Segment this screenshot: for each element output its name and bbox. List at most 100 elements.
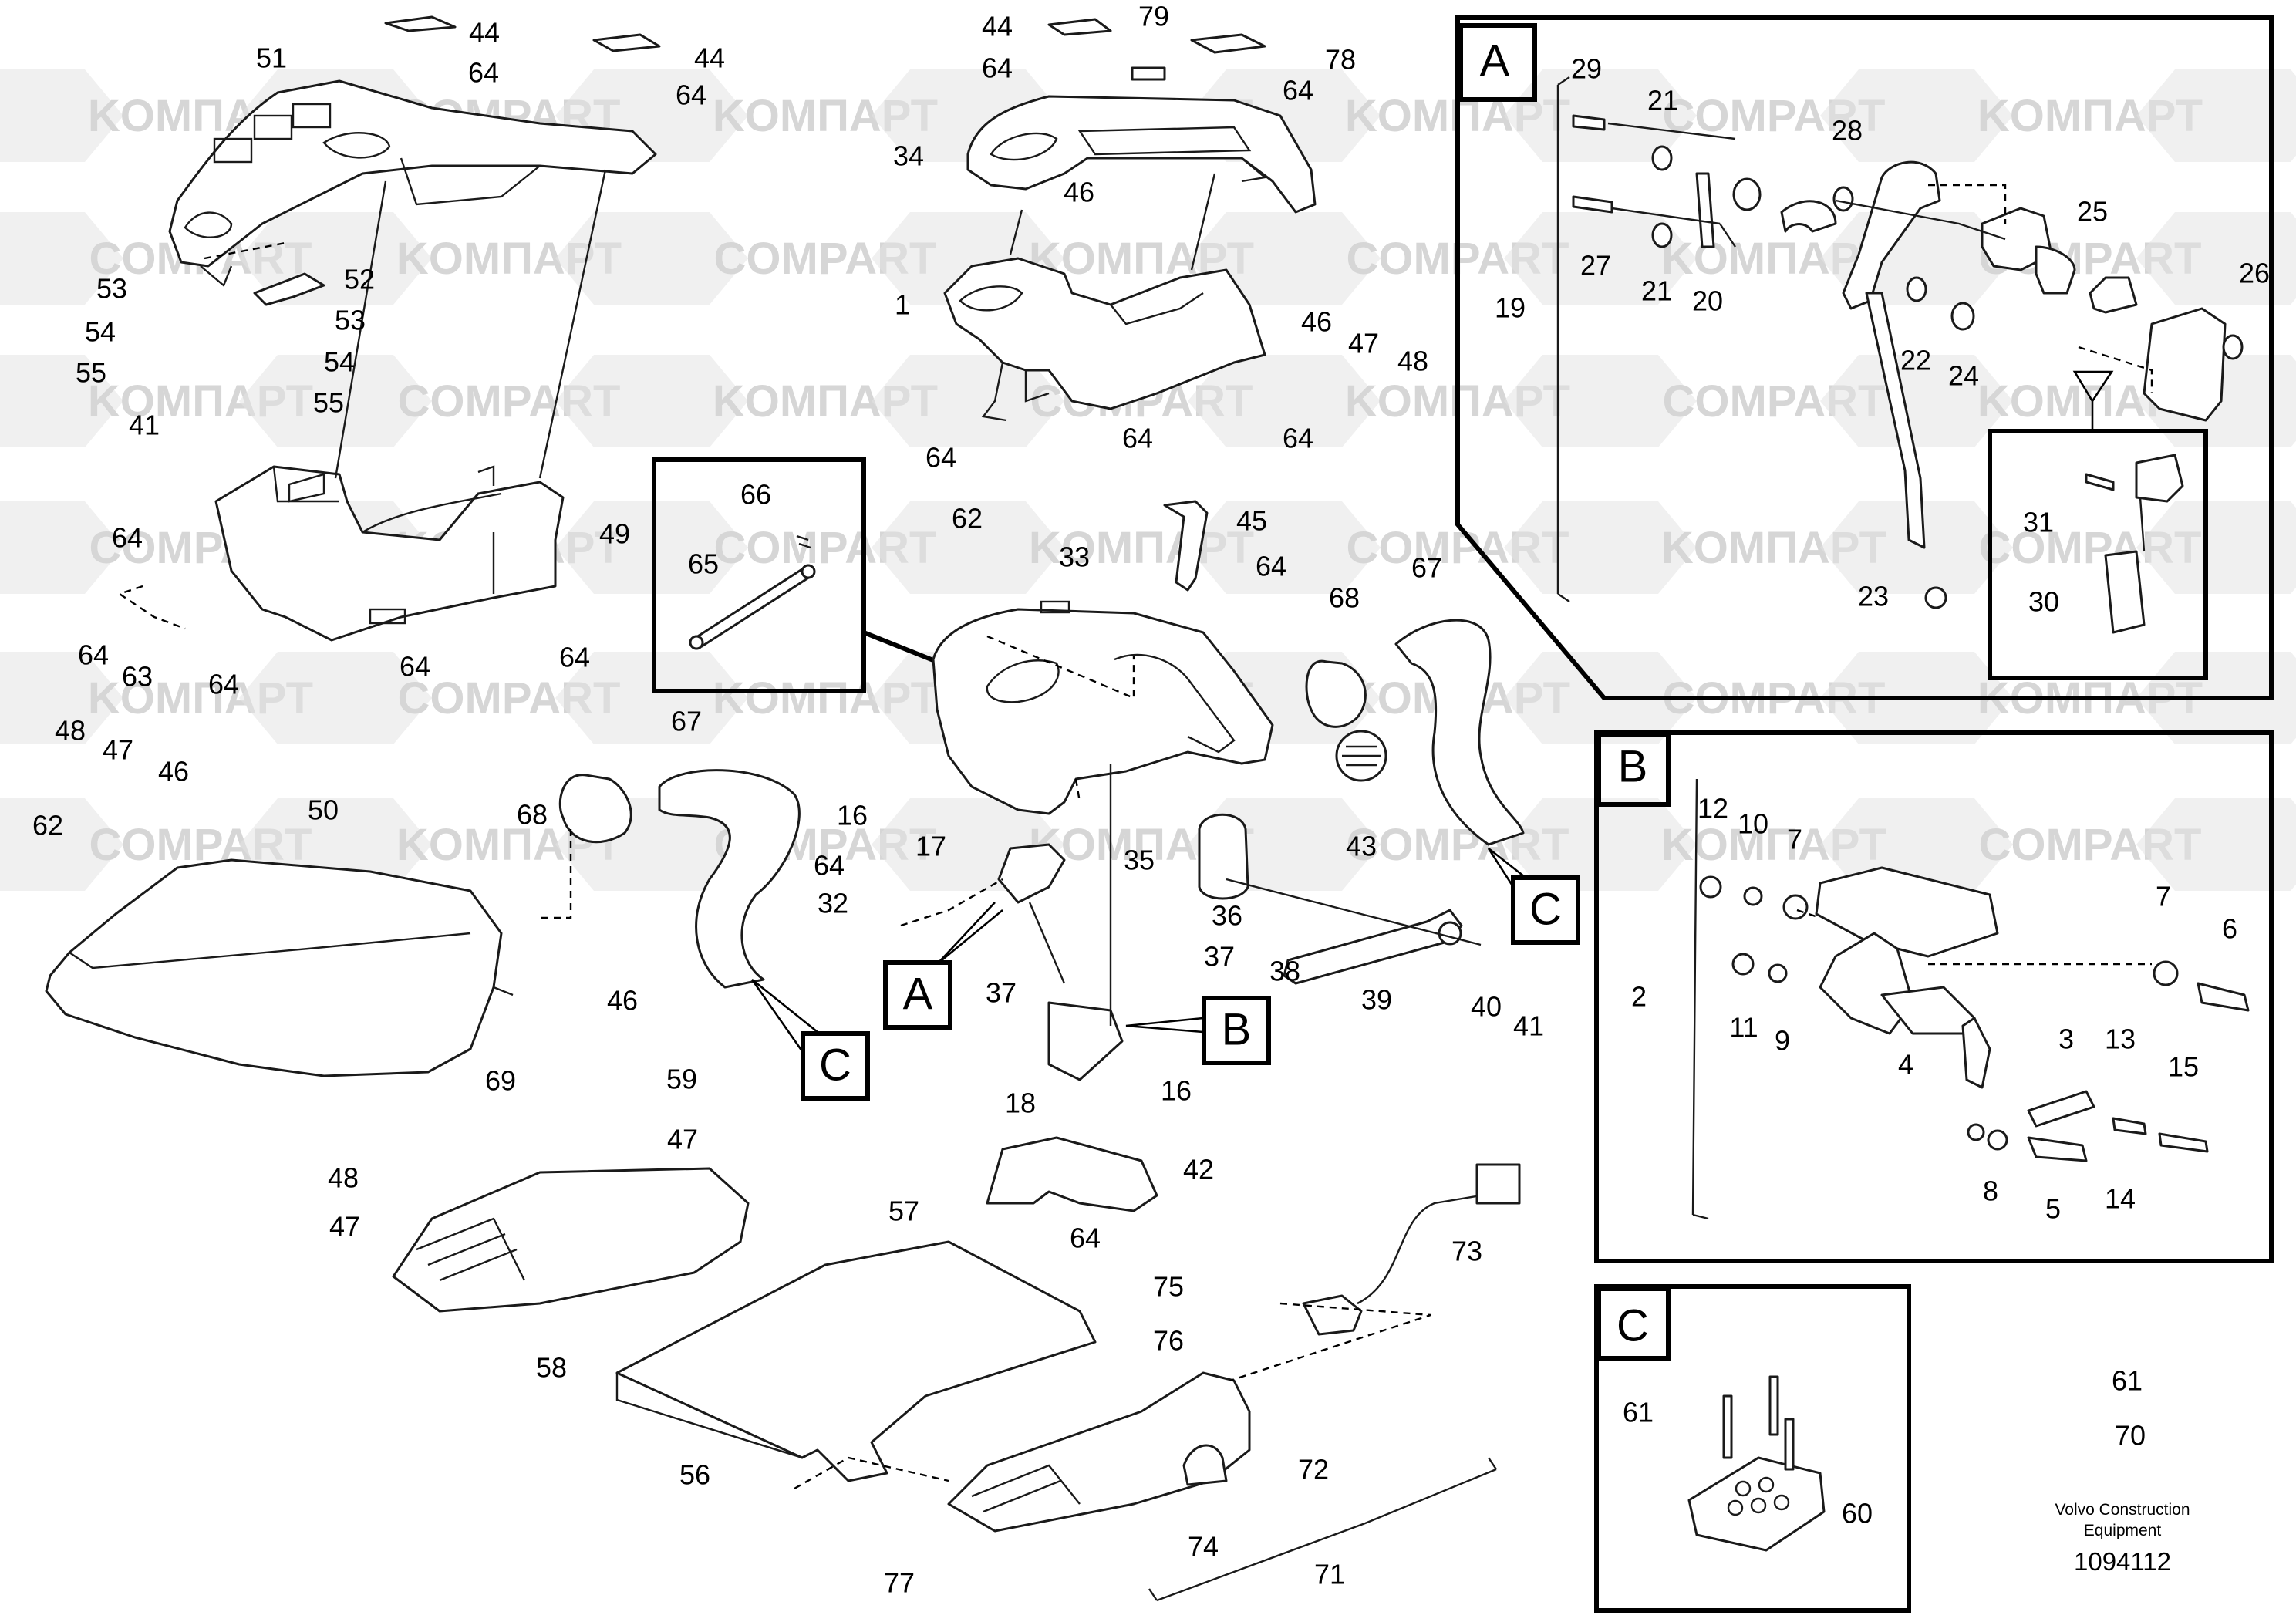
watermark-hexagon: [1504, 69, 1697, 162]
callout-68: 68: [517, 799, 548, 831]
callout-22: 22: [1900, 345, 1931, 376]
callout-66: 66: [740, 479, 771, 511]
callout-46: 46: [1301, 306, 1332, 338]
dash-line: [794, 1456, 949, 1490]
callout-25: 25: [2077, 196, 2108, 228]
watermark-hexagon: [2136, 69, 2296, 162]
watermark-hexagon: [1504, 355, 1697, 447]
callout-78: 78: [1325, 44, 1356, 76]
clip-74: [1182, 1444, 1228, 1486]
callout-47: 47: [103, 734, 133, 766]
callout-8: 8: [1983, 1175, 1998, 1207]
callout-31: 31: [2023, 507, 2054, 538]
control-unit-b: [1047, 1001, 1124, 1081]
callout-54: 54: [85, 316, 116, 348]
pin-66: [796, 534, 811, 549]
watermark-hexagon: [0, 212, 123, 305]
detail-a-inset-switch: [2085, 454, 2184, 634]
footer-doc-number: 1094112: [2074, 1547, 2171, 1576]
callout-36: 36: [1212, 900, 1242, 932]
watermark-hexagon: [555, 212, 748, 305]
watermark-hexagon: [1504, 652, 1697, 744]
callout-11: 11: [1729, 1012, 1758, 1044]
box-label-A: A: [903, 969, 933, 1019]
callout-4: 4: [1898, 1049, 1913, 1081]
callout-41: 41: [129, 410, 160, 441]
callout-5: 5: [2045, 1193, 2061, 1225]
detail-b-frame: [1594, 730, 2274, 1263]
box-label-C: C: [1617, 1300, 1649, 1351]
callout-26: 26: [2239, 258, 2270, 289]
side-panel-50: [45, 858, 514, 1077]
detail-gas-spring-pointer: [862, 630, 935, 663]
upper-dash-cover-51: [168, 79, 657, 287]
dash-line: [117, 585, 186, 630]
callout-45: 45: [1236, 505, 1267, 537]
callout-16: 16: [1161, 1075, 1192, 1107]
callout-64: 64: [400, 651, 430, 683]
callout-32: 32: [818, 888, 848, 919]
hose-clamp-68-right: [1305, 659, 1367, 728]
callout-43: 43: [1346, 831, 1377, 862]
lower-console-shell-33: [932, 600, 1274, 815]
callout-35: 35: [1124, 845, 1155, 876]
callout-53: 53: [96, 273, 127, 305]
callout-63: 63: [122, 661, 153, 693]
callout-23: 23: [1858, 581, 1889, 612]
dash-line: [540, 829, 572, 919]
small-cover-42: [986, 1136, 1158, 1212]
console-frame-1: [943, 257, 1266, 422]
callout-37: 37: [1204, 941, 1235, 973]
watermark-text: COMPART: [2295, 673, 2296, 723]
detail-c-module: [1687, 1375, 1826, 1552]
callout-48: 48: [55, 715, 86, 747]
callout-56: 56: [679, 1459, 710, 1491]
callout-2: 2: [1631, 981, 1647, 1013]
watermark-hexagon: [1820, 798, 2013, 891]
watermark-hexagon: [1188, 501, 1381, 594]
top-console-cover-34: [966, 95, 1317, 214]
callout-51: 51: [256, 42, 287, 74]
callout-46: 46: [607, 985, 638, 1017]
box-label-frame: [801, 1031, 870, 1101]
callout-9: 9: [1775, 1025, 1790, 1057]
callout-64: 64: [676, 79, 706, 111]
footer-line2: Equipment: [2084, 1522, 2162, 1539]
callout-62: 62: [32, 810, 63, 841]
callout-62: 62: [952, 503, 983, 534]
callout-44: 44: [982, 11, 1013, 42]
callout-50: 50: [308, 794, 339, 826]
callout-29: 29: [1571, 53, 1602, 85]
callout-30: 30: [2028, 586, 2059, 618]
vent-cover-58: [392, 1167, 750, 1313]
callout-65: 65: [688, 548, 719, 580]
callout-60: 60: [1842, 1498, 1873, 1529]
callout-7: 7: [2156, 881, 2171, 912]
watermark-hexagon: [239, 355, 432, 447]
lever-39-pivot: [1438, 921, 1462, 946]
callout-75: 75: [1153, 1271, 1184, 1303]
callout-14: 14: [2105, 1183, 2136, 1215]
dash-line: [900, 878, 1003, 927]
hose-clamp-68-left: [558, 774, 632, 844]
box-label-C: C: [1529, 884, 1562, 934]
watermark-layer: KOMПАРТCOMPARTKOMПАРТCOMPARTKOMПАРТCOMPA…: [0, 69, 2296, 891]
callout-64: 64: [1070, 1222, 1101, 1254]
watermark-hexagon: [872, 355, 1064, 447]
watermark-hexagon: [1504, 798, 1697, 891]
watermark-text: KOMПАРТ: [2294, 820, 2296, 870]
callout-42: 42: [1183, 1154, 1214, 1185]
box-label-B: B: [1618, 741, 1648, 791]
callout-47: 47: [329, 1211, 360, 1243]
callout-61: 61: [2112, 1365, 2143, 1397]
callout-34: 34: [893, 140, 924, 172]
callout-7: 7: [1787, 824, 1802, 855]
group-71-bracket: [1156, 1468, 1497, 1602]
callout-71: 71: [1314, 1559, 1345, 1590]
watermark-hexagon: [0, 69, 123, 162]
callout-18: 18: [1005, 1088, 1036, 1119]
knob-35: [1198, 813, 1249, 900]
group-71-ticks: [1148, 1457, 1497, 1601]
